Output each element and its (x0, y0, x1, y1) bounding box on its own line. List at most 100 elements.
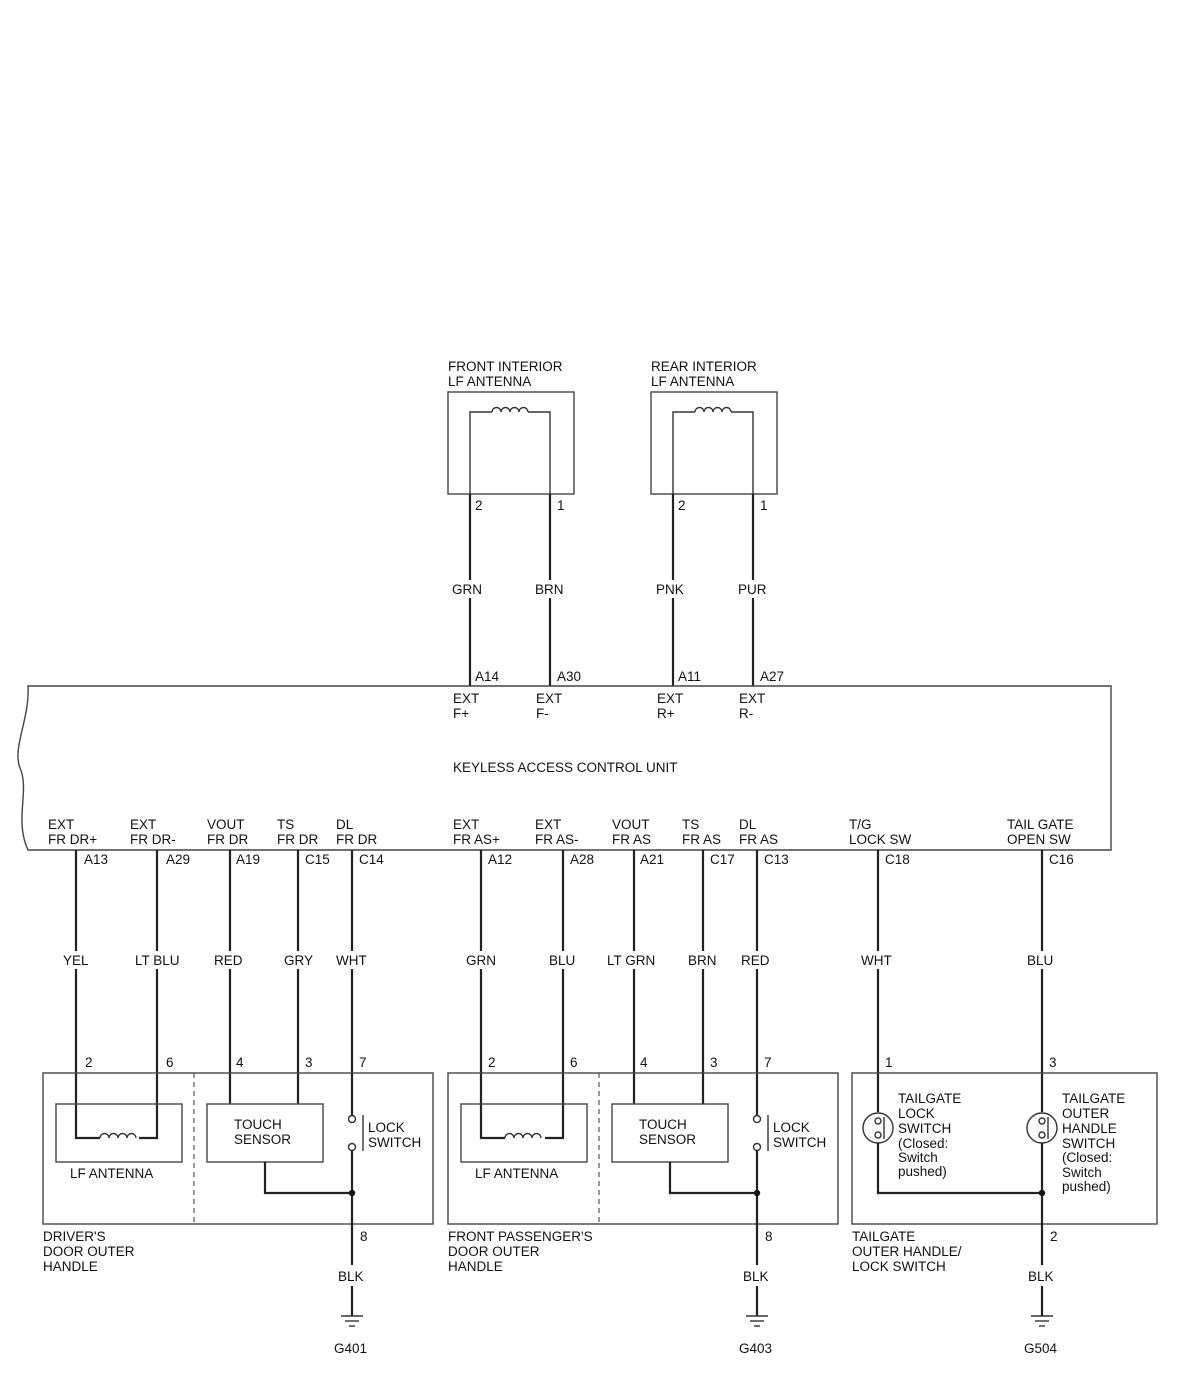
front-antenna-pin-2: 2 (475, 498, 483, 513)
conn-pin-0: 2 (85, 1055, 93, 1070)
driver-lock-switch-label-1: LOCK (368, 1120, 405, 1135)
tg-lock-switch-label-4: (Closed: (898, 1136, 948, 1151)
tg-outer-switch-label-6: Switch (1062, 1165, 1102, 1180)
tailgate-handle-name-1: TAILGATE (852, 1229, 915, 1244)
bottom-color-8: BRN (688, 953, 717, 968)
term-1-line-2: FR DR- (130, 832, 176, 847)
ground-icon (1031, 1315, 1053, 1327)
control-unit-label: KEYLESS ACCESS CONTROL UNIT (453, 760, 678, 775)
tg-lock-switch-label-3: SWITCH (898, 1121, 951, 1136)
rear-interior-antenna: REAR INTERIOR LF ANTENNA 2 1 (650, 359, 778, 513)
term-8-line-2: FR AS (682, 832, 721, 847)
term-10-line-2: LOCK SW (849, 832, 912, 847)
term-ext-f-plus-1: EXT (453, 691, 479, 706)
bottom-color-11: BLU (1027, 953, 1053, 968)
tg-outer-switch-label-1: TAILGATE (1062, 1091, 1125, 1106)
conn-pin-7: 4 (640, 1055, 648, 1070)
driver-handle-name-2: DOOR OUTER (43, 1244, 135, 1259)
bottom-pin-6: A28 (570, 852, 594, 867)
bottom-pin-7: A21 (640, 852, 664, 867)
bottom-color-2: RED (214, 953, 243, 968)
bottom-pin-8: C17 (710, 852, 735, 867)
rear-antenna-title-2: LF ANTENNA (651, 374, 734, 389)
rear-antenna-pin-1: 1 (760, 498, 768, 513)
bottom-color-1: LT BLU (135, 953, 180, 968)
term-2-line-1: VOUT (207, 817, 245, 832)
passenger-door-outer-handle: LF ANTENNA TOUCH SENSOR LOCK SWITCH FRON… (447, 1072, 839, 1274)
passenger-handle-box (447, 1072, 839, 1225)
front-antenna-pin-1: 1 (557, 498, 565, 513)
tg-outer-switch-label-7: pushed) (1062, 1179, 1111, 1194)
ground-icon (341, 1315, 363, 1327)
term-3-line-1: TS (277, 817, 294, 832)
tg-outer-switch-label-3: HANDLE (1062, 1121, 1117, 1136)
term-9-line-1: DL (739, 817, 757, 832)
tg-lock-switch-label-2: LOCK (898, 1106, 935, 1121)
bottom-color-9: RED (741, 953, 770, 968)
conn-pin-6: 6 (570, 1055, 578, 1070)
driver-touch-sensor-label-2: SENSOR (234, 1132, 291, 1147)
tg-lock-switch-label-5: Switch (898, 1150, 938, 1165)
passenger-antenna-coil-icon (504, 1132, 542, 1139)
term-10-line-1: T/G (849, 817, 872, 832)
tailgate-handle-name-3: LOCK SWITCH (852, 1259, 946, 1274)
bottom-pin-1: A29 (166, 852, 190, 867)
bottom-pin-10: C18 (885, 852, 910, 867)
wire-blu-as (545, 850, 565, 1140)
bottom-color-6: BLU (549, 953, 575, 968)
term-5-line-2: FR AS+ (453, 832, 500, 847)
term-ext-r-plus-2: R+ (657, 706, 675, 721)
term-1-line-1: EXT (130, 817, 156, 832)
wire-lt-blu (139, 850, 159, 1140)
top-wire-color-3: PUR (738, 582, 767, 597)
bottom-pin-4: C14 (359, 852, 384, 867)
top-wire-labels: GRN BRN PNK PUR A14 A30 A11 A27 (450, 580, 784, 684)
passenger-handle-name-2: DOOR OUTER (448, 1244, 540, 1259)
tailgate-outer-handle: TAILGATE LOCK SWITCH (Closed: Switch pus… (851, 1072, 1158, 1274)
bottom-color-0: YEL (63, 953, 89, 968)
top-wire-color-1: BRN (535, 582, 564, 597)
ground-0-name: G401 (334, 1341, 367, 1356)
tg-lock-switch-label-6: pushed) (898, 1164, 947, 1179)
ground-2-name: G504 (1024, 1341, 1058, 1356)
wire-grn-as (479, 850, 505, 1140)
passenger-touch-sensor-label-2: SENSOR (639, 1132, 696, 1147)
driver-touch-sensor-label-1: TOUCH (234, 1117, 282, 1132)
ground-g403: 8 BLK G403 (739, 1229, 775, 1356)
bottom-pin-2: A19 (236, 852, 260, 867)
rear-antenna-box (650, 391, 778, 495)
rear-antenna-title-1: REAR INTERIOR (651, 359, 757, 374)
passenger-lock-switch-icon (752, 1114, 769, 1152)
term-7-line-1: VOUT (612, 817, 650, 832)
front-antenna-title-2: LF ANTENNA (448, 374, 531, 389)
driver-handle-name-1: DRIVER'S (43, 1229, 106, 1244)
ground-1-pin: 8 (765, 1229, 773, 1244)
term-ext-r-plus-1: EXT (657, 691, 683, 706)
term-0-line-1: EXT (48, 817, 74, 832)
passenger-touch-sensor-label-1: TOUCH (639, 1117, 687, 1132)
front-interior-antenna: FRONT INTERIOR LF ANTENNA 2 1 (447, 359, 575, 513)
term-11-line-2: OPEN SW (1007, 832, 1071, 847)
conn-pin-5: 2 (488, 1055, 496, 1070)
driver-handle-name-3: HANDLE (43, 1259, 98, 1274)
ground-g504: 2 BLK G504 (1024, 1229, 1060, 1356)
tg-outer-switch-label-4: SWITCH (1062, 1136, 1115, 1151)
term-0-line-2: FR DR+ (48, 832, 97, 847)
conn-pin-9: 7 (764, 1055, 772, 1070)
bottom-pin-0: A13 (84, 852, 108, 867)
bottom-color-7: LT GRN (607, 953, 655, 968)
ground-icon (746, 1315, 768, 1327)
top-wire-pin-3: A27 (760, 669, 784, 684)
bottom-pin-11: C16 (1049, 852, 1074, 867)
term-ext-r-minus-2: R- (739, 706, 753, 721)
passenger-lf-antenna-label: LF ANTENNA (475, 1166, 558, 1181)
term-ext-r-minus-1: EXT (739, 691, 765, 706)
control-unit-box (17, 685, 1112, 851)
top-wires (468, 494, 755, 686)
conn-pin-8: 3 (710, 1055, 718, 1070)
passenger-handle-name-1: FRONT PASSENGER'S (448, 1229, 593, 1244)
term-ext-f-minus-2: F- (536, 706, 549, 721)
front-antenna-coil-icon (491, 406, 529, 413)
tailgate-lock-switch-icon (862, 1112, 894, 1144)
front-antenna-box (447, 391, 575, 495)
